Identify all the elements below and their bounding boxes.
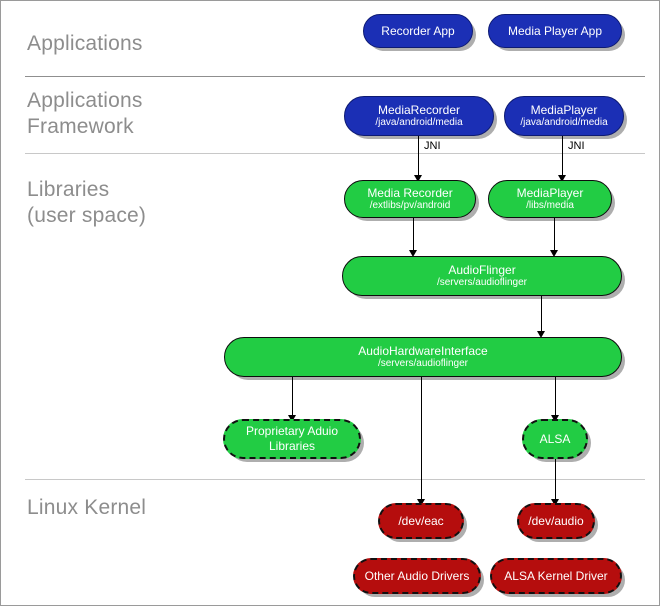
edge-alsa-to-dev-audio (555, 459, 556, 503)
layer-label-linux-kernel: Linux Kernel (27, 496, 147, 519)
node-title: AudioFlinger (448, 263, 516, 277)
node-title: AudioHardwareInterface (358, 344, 488, 358)
layer-label-applications-framework: Applications Framework (27, 89, 143, 138)
node-subtitle: /java/android/media (375, 117, 463, 128)
node-title: Other Audio Drivers (364, 569, 470, 583)
node-title: Media Recorder (367, 186, 453, 200)
node-media-player-app[interactable]: Media Player App (488, 14, 622, 48)
edge-mediaplayer-lib-to-audioflinger (554, 218, 555, 254)
node-title: ALSA Kernel Driver (504, 569, 608, 583)
edge-media-recorder-to-audioflinger (413, 218, 414, 254)
edge-mediarecorder-to-media-recorder (418, 136, 419, 180)
node-alsa-kernel-driver[interactable]: ALSA Kernel Driver (490, 558, 622, 594)
arrowhead-media-recorder (414, 175, 422, 182)
divider-applications (25, 76, 645, 77)
node-mediarecorder[interactable]: MediaRecorder /java/android/media (344, 96, 494, 136)
node-title: /dev/eac (398, 514, 444, 528)
layer-label-libraries: Libraries (user space) (27, 178, 147, 227)
node-subtitle: /extlibs/pv/android (369, 200, 451, 211)
node-subtitle: /java/android/media (520, 117, 608, 128)
arrowhead-audioflinger-right (550, 250, 558, 257)
divider-framework (25, 153, 645, 154)
node-title: ALSA (539, 432, 571, 446)
node-title: Proprietary Aduio Libraries (245, 424, 339, 453)
edge-ahi-to-proprietary-libraries (292, 377, 293, 419)
node-audioflinger[interactable]: AudioFlinger /servers/audioflinger (342, 256, 622, 296)
node-subtitle: /servers/audioflinger (436, 277, 528, 288)
node-subtitle: /servers/audioflinger (377, 358, 469, 369)
node-title: MediaRecorder (377, 103, 461, 117)
edge-label-jni-left: JNI (424, 140, 441, 152)
node-title: MediaPlayer (530, 103, 598, 117)
node-title: MediaPlayer (516, 186, 584, 200)
node-subtitle: /libs/media (526, 200, 574, 211)
edge-ahi-to-dev-eac (421, 377, 422, 503)
arrowhead-audioflinger-left (409, 250, 417, 257)
node-alsa[interactable]: ALSA (522, 419, 588, 459)
arrowhead-audiohardwareinterface (537, 331, 545, 338)
node-dev-audio[interactable]: /dev/audio (517, 503, 595, 539)
arrowhead-mediaplayer-lib (558, 175, 566, 182)
node-other-audio-drivers[interactable]: Other Audio Drivers (353, 558, 481, 594)
node-mediaplayer-lib[interactable]: MediaPlayer /libs/media (488, 180, 612, 218)
node-title: /dev/audio (528, 514, 584, 528)
node-title: Media Player App (507, 24, 603, 38)
node-audiohardwareinterface[interactable]: AudioHardwareInterface /servers/audiofli… (224, 337, 622, 377)
node-recorder-app[interactable]: Recorder App (363, 14, 473, 48)
node-mediaplayer-framework[interactable]: MediaPlayer /java/android/media (504, 96, 624, 136)
edge-label-jni-right: JNI (568, 140, 585, 152)
layer-label-applications: Applications (27, 32, 143, 55)
divider-kernel (25, 479, 645, 480)
node-title: Recorder App (381, 24, 455, 38)
edge-audioflinger-to-audiohardwareinterface (541, 296, 542, 334)
node-media-recorder-lib[interactable]: Media Recorder /extlibs/pv/android (344, 180, 476, 218)
edge-mediaplayer-to-mediaplayer-lib (562, 136, 563, 180)
node-proprietary-audio-libraries[interactable]: Proprietary Aduio Libraries (223, 419, 361, 459)
edge-ahi-to-alsa (555, 377, 556, 419)
node-dev-eac[interactable]: /dev/eac (378, 503, 464, 539)
